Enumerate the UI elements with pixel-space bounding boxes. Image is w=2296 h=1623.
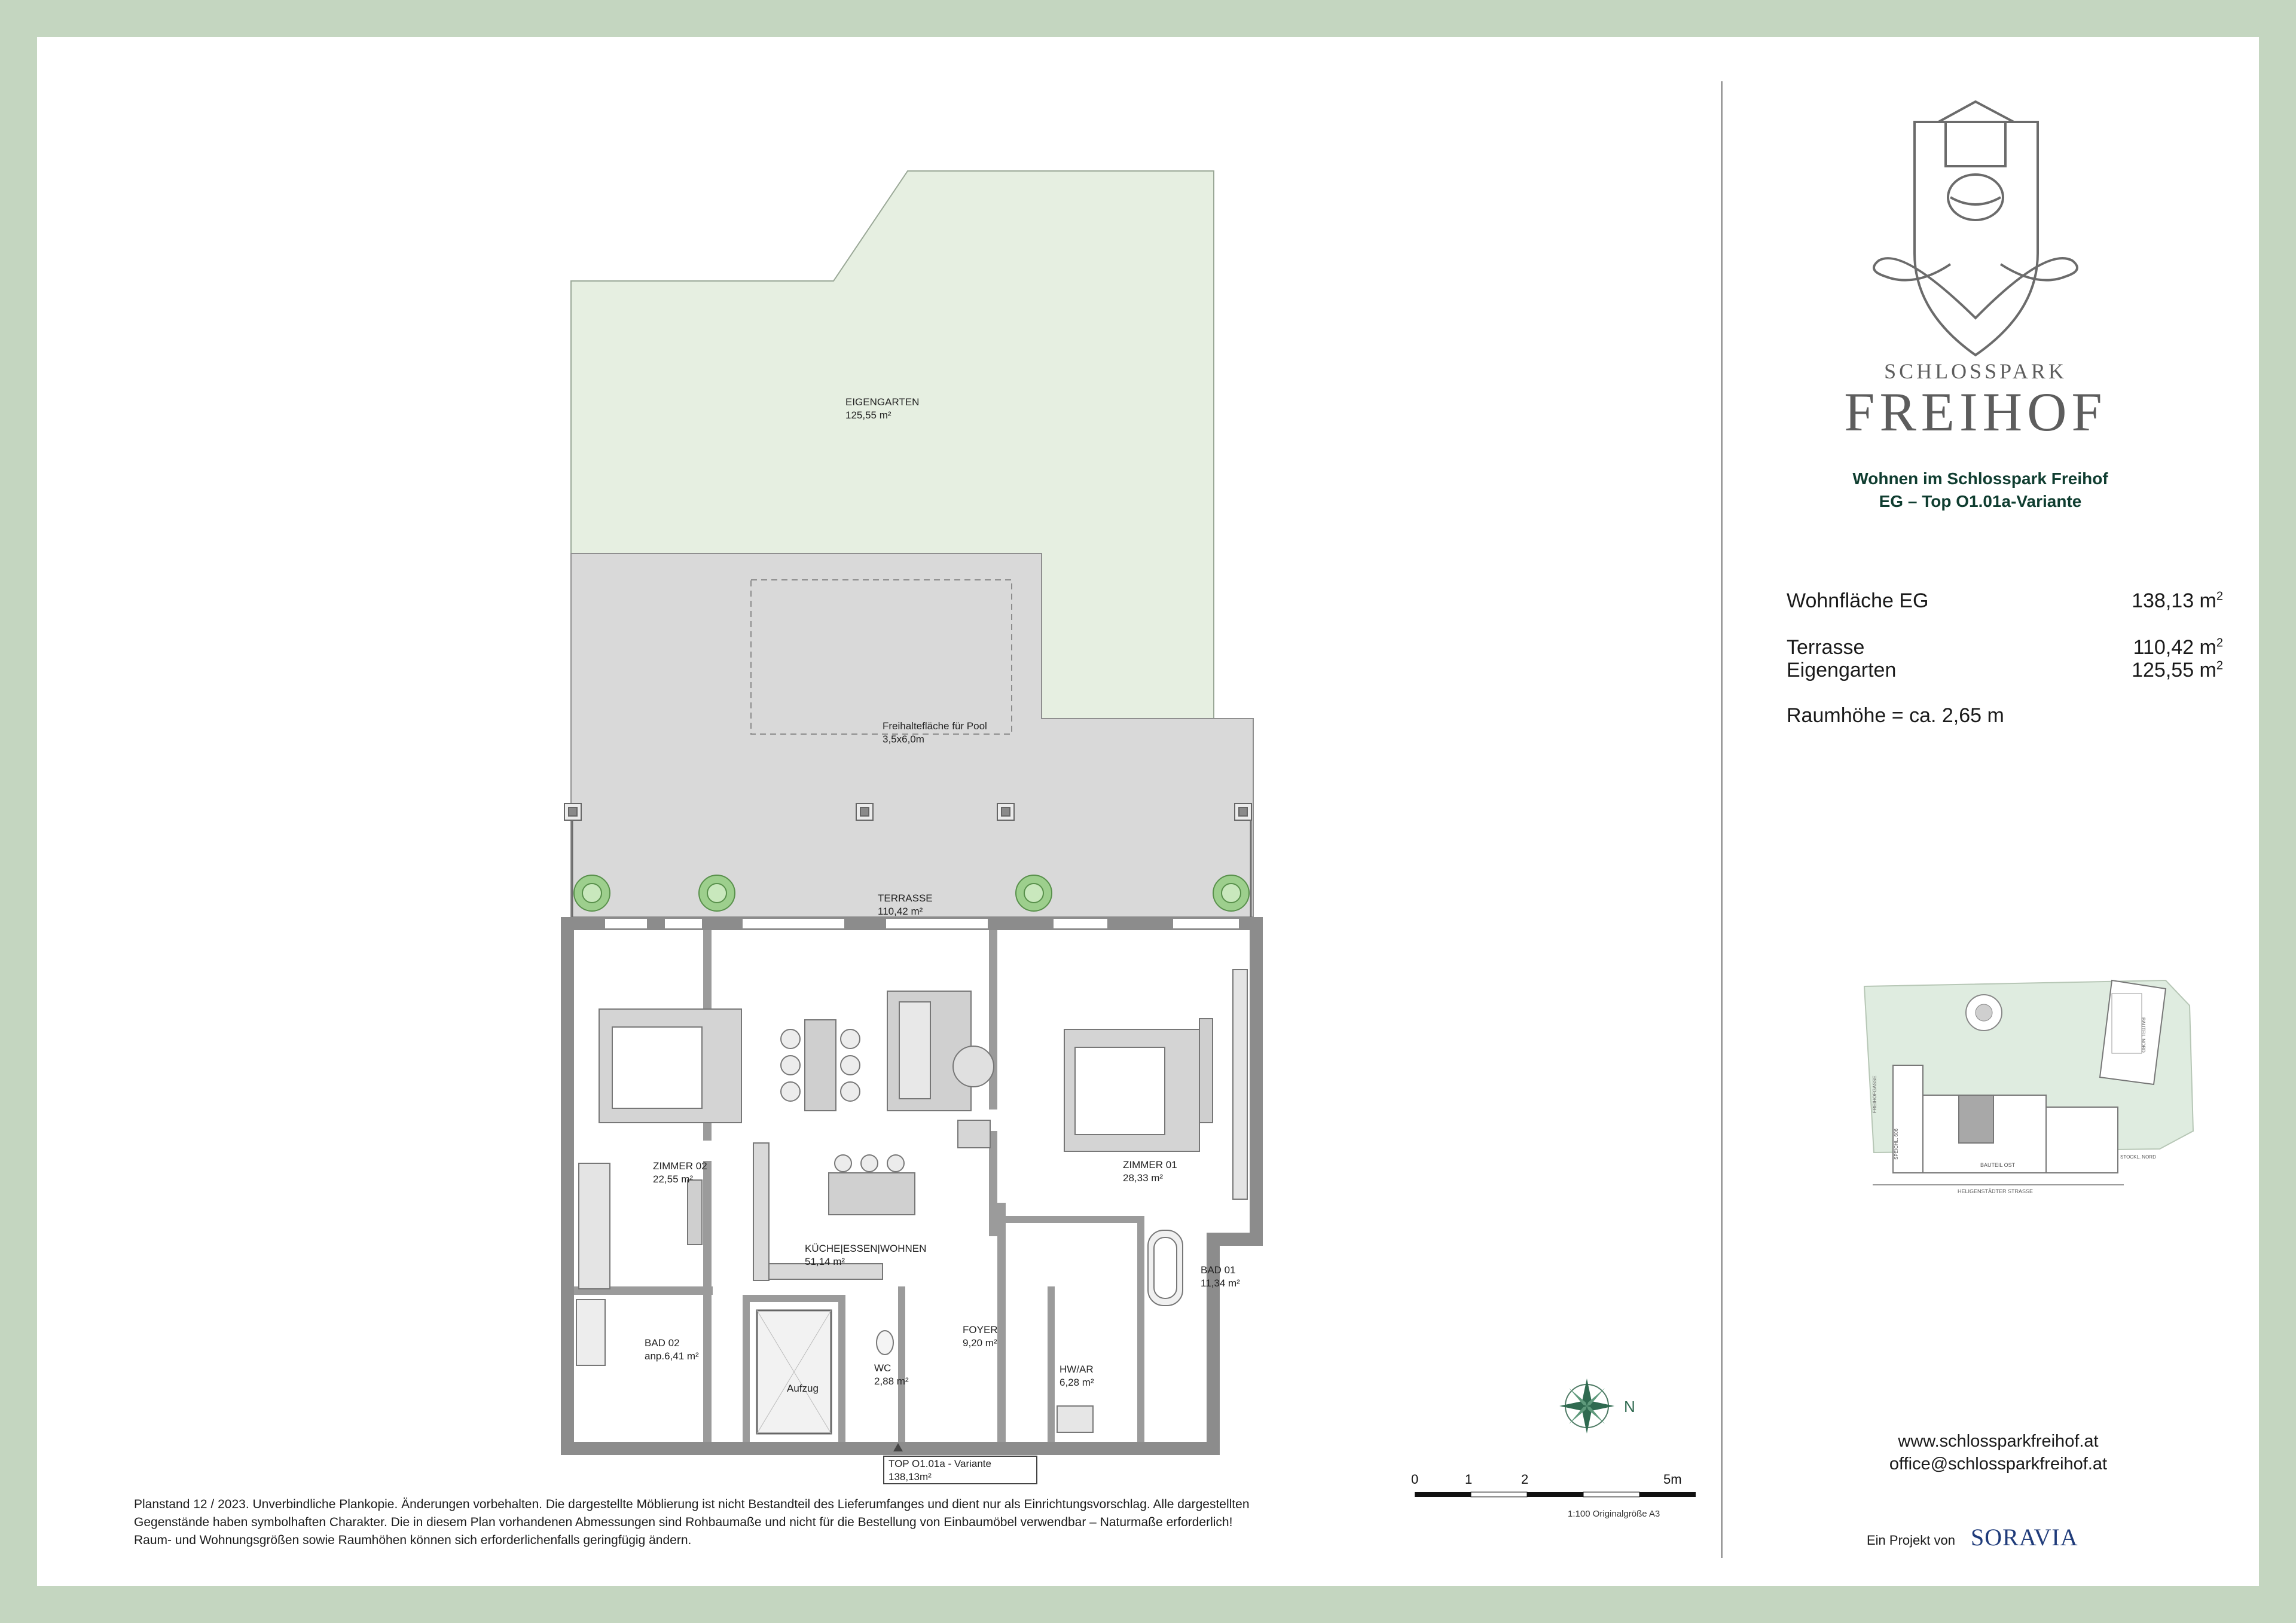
area-value-terrasse: 110,42 m2 [2133,636,2223,659]
area-label-terrasse: Terrasse [1787,636,1865,659]
site-label-5: BAUTEIL NORD [2141,1017,2146,1053]
brand-big: FREIHOF [1844,381,2107,442]
label-aufzug: Aufzug [787,1383,819,1394]
wardrobe-zimmer01 [1232,969,1248,1200]
dining-table [780,1019,860,1111]
elevator [756,1309,832,1435]
bed-zimmer01 [1064,1018,1213,1152]
label-kueche-name: KÜCHE|ESSEN|WOHNEN [805,1243,926,1254]
unit-tag-area: 138,13m² [889,1471,932,1483]
contact-block: www.schlossparkfreihof.at office@schloss… [1819,1430,2178,1475]
label-zimmer02-name: ZIMMER 02 [653,1160,707,1172]
unit-tag: TOP O1.01a - Variante 138,13m² [883,1443,1037,1484]
label-bad01-area: 11,34 m² [1201,1277,1240,1289]
label-bad02-area: anp.6,41 m² [645,1350,699,1362]
sofa [887,991,994,1148]
label-wc-name: WC [874,1362,891,1374]
scale-caption: 1:100 Originalgröße A3 [1568,1509,1660,1519]
disclaimer-line3: Raum- und Wohnungsgrößen sowie Raumhöhen… [134,1533,692,1547]
compass: N [1559,1379,1635,1434]
label-bad02-name: BAD 02 [645,1337,680,1349]
label-wc-area: 2,88 m² [874,1376,909,1387]
kitchen-island [828,1154,915,1215]
plan-sheet: EIGENGARTEN 125,55 m² Freihaltefläche fü… [37,37,2259,1586]
scale-tick-5m: 5m [1663,1472,1682,1487]
unit-tag-name: TOP O1.01a - Variante [889,1458,991,1469]
disclaimer-line1: Planstand 12 / 2023. Unverbindliche Plan… [134,1497,1250,1511]
label-hwar-area: 6,28 m² [1060,1377,1094,1388]
label-zimmer02-area: 22,55 m² [653,1173,693,1185]
site-plan: BAUTEIL OST HELIGENSTÄDTER STRASSE FREIH… [1863,979,2194,1194]
wardrobe-zimmer02 [578,1163,610,1289]
area-value-wohnflaeche: 138,13 m2 [2132,589,2223,612]
label-garden-name: EIGENGARTEN [845,396,919,408]
terrace-pillars [564,803,1252,821]
title-line2: EG – Top O1.01a-Variante [1879,492,2082,511]
room-labels: EIGENGARTEN 125,55 m² Freihaltefläche fü… [645,396,1240,1394]
label-pool-area: 3,5x6,0m [883,733,924,745]
label-zimmer01-area: 28,33 m² [1123,1172,1163,1184]
label-foyer-name: FOYER [963,1324,998,1335]
scale-tick-2: 2 [1521,1472,1529,1487]
contact-web-link[interactable]: www.schlossparkfreihof.at [1898,1432,2099,1451]
panel-divider [1721,81,1723,1558]
site-label-0: BAUTEIL OST [1980,1162,2016,1168]
desk-zimmer02 [687,1179,703,1245]
scale-tick-0: 0 [1411,1472,1419,1487]
terrace-plants [573,875,1250,912]
site-label-1: HELIGENSTÄDTER STRASSE [1958,1188,2033,1194]
bathtub [1147,1230,1183,1306]
disclaimer-line2: Gegenstände haben symbolhaften Charakter… [134,1515,1233,1529]
bad02-shower [576,1299,606,1366]
label-foyer-area: 9,20 m² [963,1337,997,1349]
title-line1: Wohnen im Schlosspark Freihof [1852,469,2108,488]
interior-walls [574,930,1144,1442]
label-zimmer01-name: ZIMMER 01 [1123,1159,1177,1170]
disclaimer: Planstand 12 / 2023. Unverbindliche Plan… [134,1496,1378,1549]
scale-tick-1: 1 [1465,1472,1473,1487]
page-title: Wohnen im Schlosspark Freihof EG – Top O… [1801,467,2160,513]
room-height: Raumhöhe = ca. 2,65 m [1787,704,2004,727]
compass-north-label: N [1624,1398,1635,1416]
kitchen-counter [753,1142,770,1281]
wc-toilet [876,1330,894,1355]
site-label-2: FREIHOFGASSE [1872,1075,1877,1113]
label-garden-area: 125,55 m² [845,409,891,421]
floor-plan: EIGENGARTEN 125,55 m² Freihaltefläche fü… [561,100,2194,1497]
area-label-wohnflaeche: Wohnfläche EG [1787,589,1929,612]
area-value-eigengarten: 125,55 m2 [2132,659,2223,681]
freihof-logo [1873,100,2078,357]
kitchen-counter-bottom [768,1263,883,1280]
brand-small: SCHLOSSPARK [1884,359,2067,383]
hwar-unit [1057,1405,1094,1433]
label-kueche-area: 51,14 m² [805,1256,845,1267]
label-terrace-name: TERRASSE [878,893,933,904]
terrace-railing [571,820,1252,917]
site-label-3: SPEICHL. 606 [1894,1128,1899,1160]
label-bad01-name: BAD 01 [1201,1264,1236,1276]
label-hwar-name: HW/AR [1060,1364,1094,1375]
scale-bar [1415,1491,1696,1497]
site-label-4: STOCKL. NORD [2120,1154,2156,1160]
label-terrace-area: 110,42 m² [878,906,923,917]
label-pool-name: Freihaltefläche für Pool [883,720,987,732]
pool-zone [750,579,1012,735]
bed-zimmer02 [599,1008,742,1123]
contact-email-link[interactable]: office@schlossparkfreihof.at [1889,1454,2108,1474]
apartment-walls [561,917,1263,1455]
area-label-eigengarten: Eigengarten [1787,659,1897,681]
ein-projekt-label: Ein Projekt von [1867,1533,1955,1548]
soravia-logo: SORAVIA [1971,1524,2078,1551]
